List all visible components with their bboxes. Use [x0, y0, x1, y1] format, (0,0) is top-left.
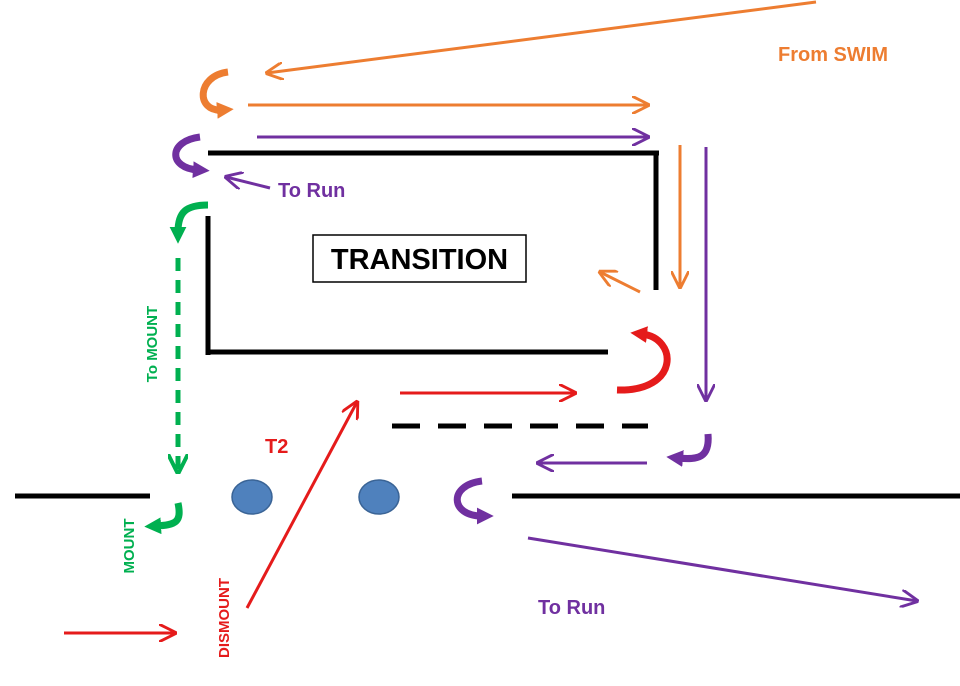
mount-turn-bottom-icon — [144, 502, 183, 535]
run-u-turn-bottom-icon — [453, 477, 494, 525]
swim-u-turn-icon — [199, 68, 234, 119]
run-arrow-to-run — [226, 177, 271, 188]
bike-in-route — [64, 326, 671, 633]
bike-arrow-diagonal — [245, 402, 357, 609]
label-to-run-bottom: To Run — [538, 597, 605, 619]
label-from-swim: From SWIM — [778, 44, 888, 66]
label-dismount: DISMOUNT — [216, 578, 233, 658]
bike-out-route — [144, 201, 209, 535]
transition-box: TRANSITION — [312, 234, 527, 283]
mount-turn-top-icon — [169, 201, 209, 244]
swim-arrow-into-transition — [600, 272, 641, 294]
transition-boundary — [205, 150, 659, 429]
bike-u-turn-icon — [616, 326, 671, 394]
label-to-run-top: To Run — [278, 180, 345, 202]
swim-route — [199, 0, 817, 294]
transition-label-frame — [312, 234, 527, 283]
label-transition: TRANSITION — [331, 244, 508, 276]
label-t2: T2 — [265, 436, 288, 458]
cone-right — [358, 479, 400, 515]
label-mount: MOUNT — [121, 519, 138, 574]
cone-left — [231, 479, 273, 515]
run-turn-icon — [666, 433, 712, 467]
run-u-turn-top-icon — [172, 133, 210, 179]
label-to-mount: To MOUNT — [144, 306, 161, 382]
run-arrow-out — [527, 536, 917, 601]
run-route — [172, 133, 917, 601]
swim-arrow-in — [267, 0, 817, 73]
